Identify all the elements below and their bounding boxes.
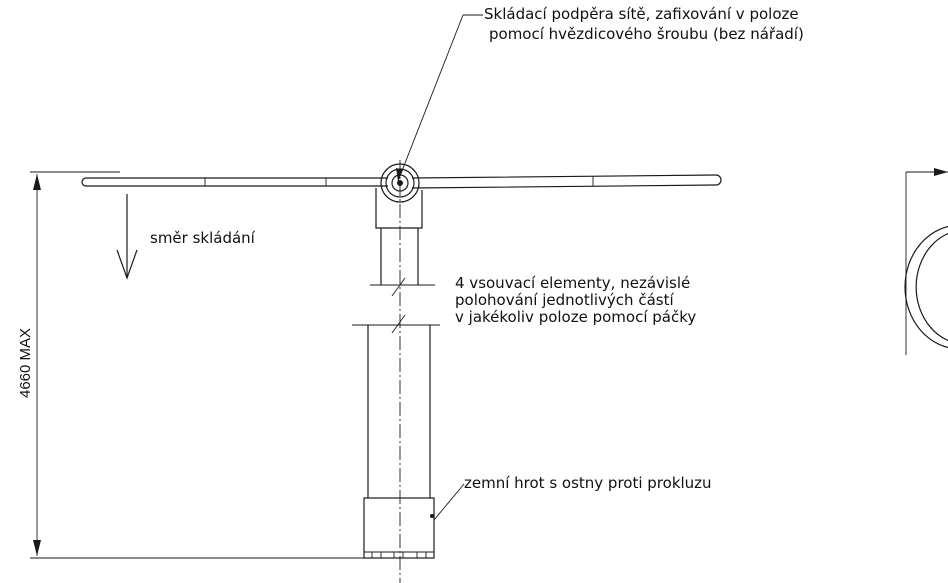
support-callout-line1: Skládací podpěra sítě, zafixování v polo… [484, 5, 799, 23]
telescopic-callout-line3: v jakékoliv poloze pomocí páčky [455, 308, 696, 326]
ground-spike [363, 497, 435, 559]
support-leader [396, 14, 483, 182]
height-dimension-label: 4660 MAX [17, 328, 34, 398]
telescopic-mast [352, 314, 440, 498]
spike-leader [433, 483, 465, 521]
support-callout-line2: pomocí hvězdicového šroubu (bez nářadí) [489, 25, 804, 43]
net-support-arm [81, 174, 722, 189]
side-view-partial [904, 168, 948, 355]
height-dimension [30, 171, 370, 559]
telescopic-callout-line2: polohování jednotlivých částí [455, 291, 674, 309]
telescopic-callout-line1: 4 vsouvací elementy, nezávislé [455, 274, 690, 292]
ground-spike-callout: zemní hrot s ostny proti prokluzu [464, 474, 712, 492]
hinge-housing [370, 188, 435, 297]
fold-direction-arrow [116, 194, 138, 280]
fold-direction-label: směr skládání [150, 229, 256, 247]
